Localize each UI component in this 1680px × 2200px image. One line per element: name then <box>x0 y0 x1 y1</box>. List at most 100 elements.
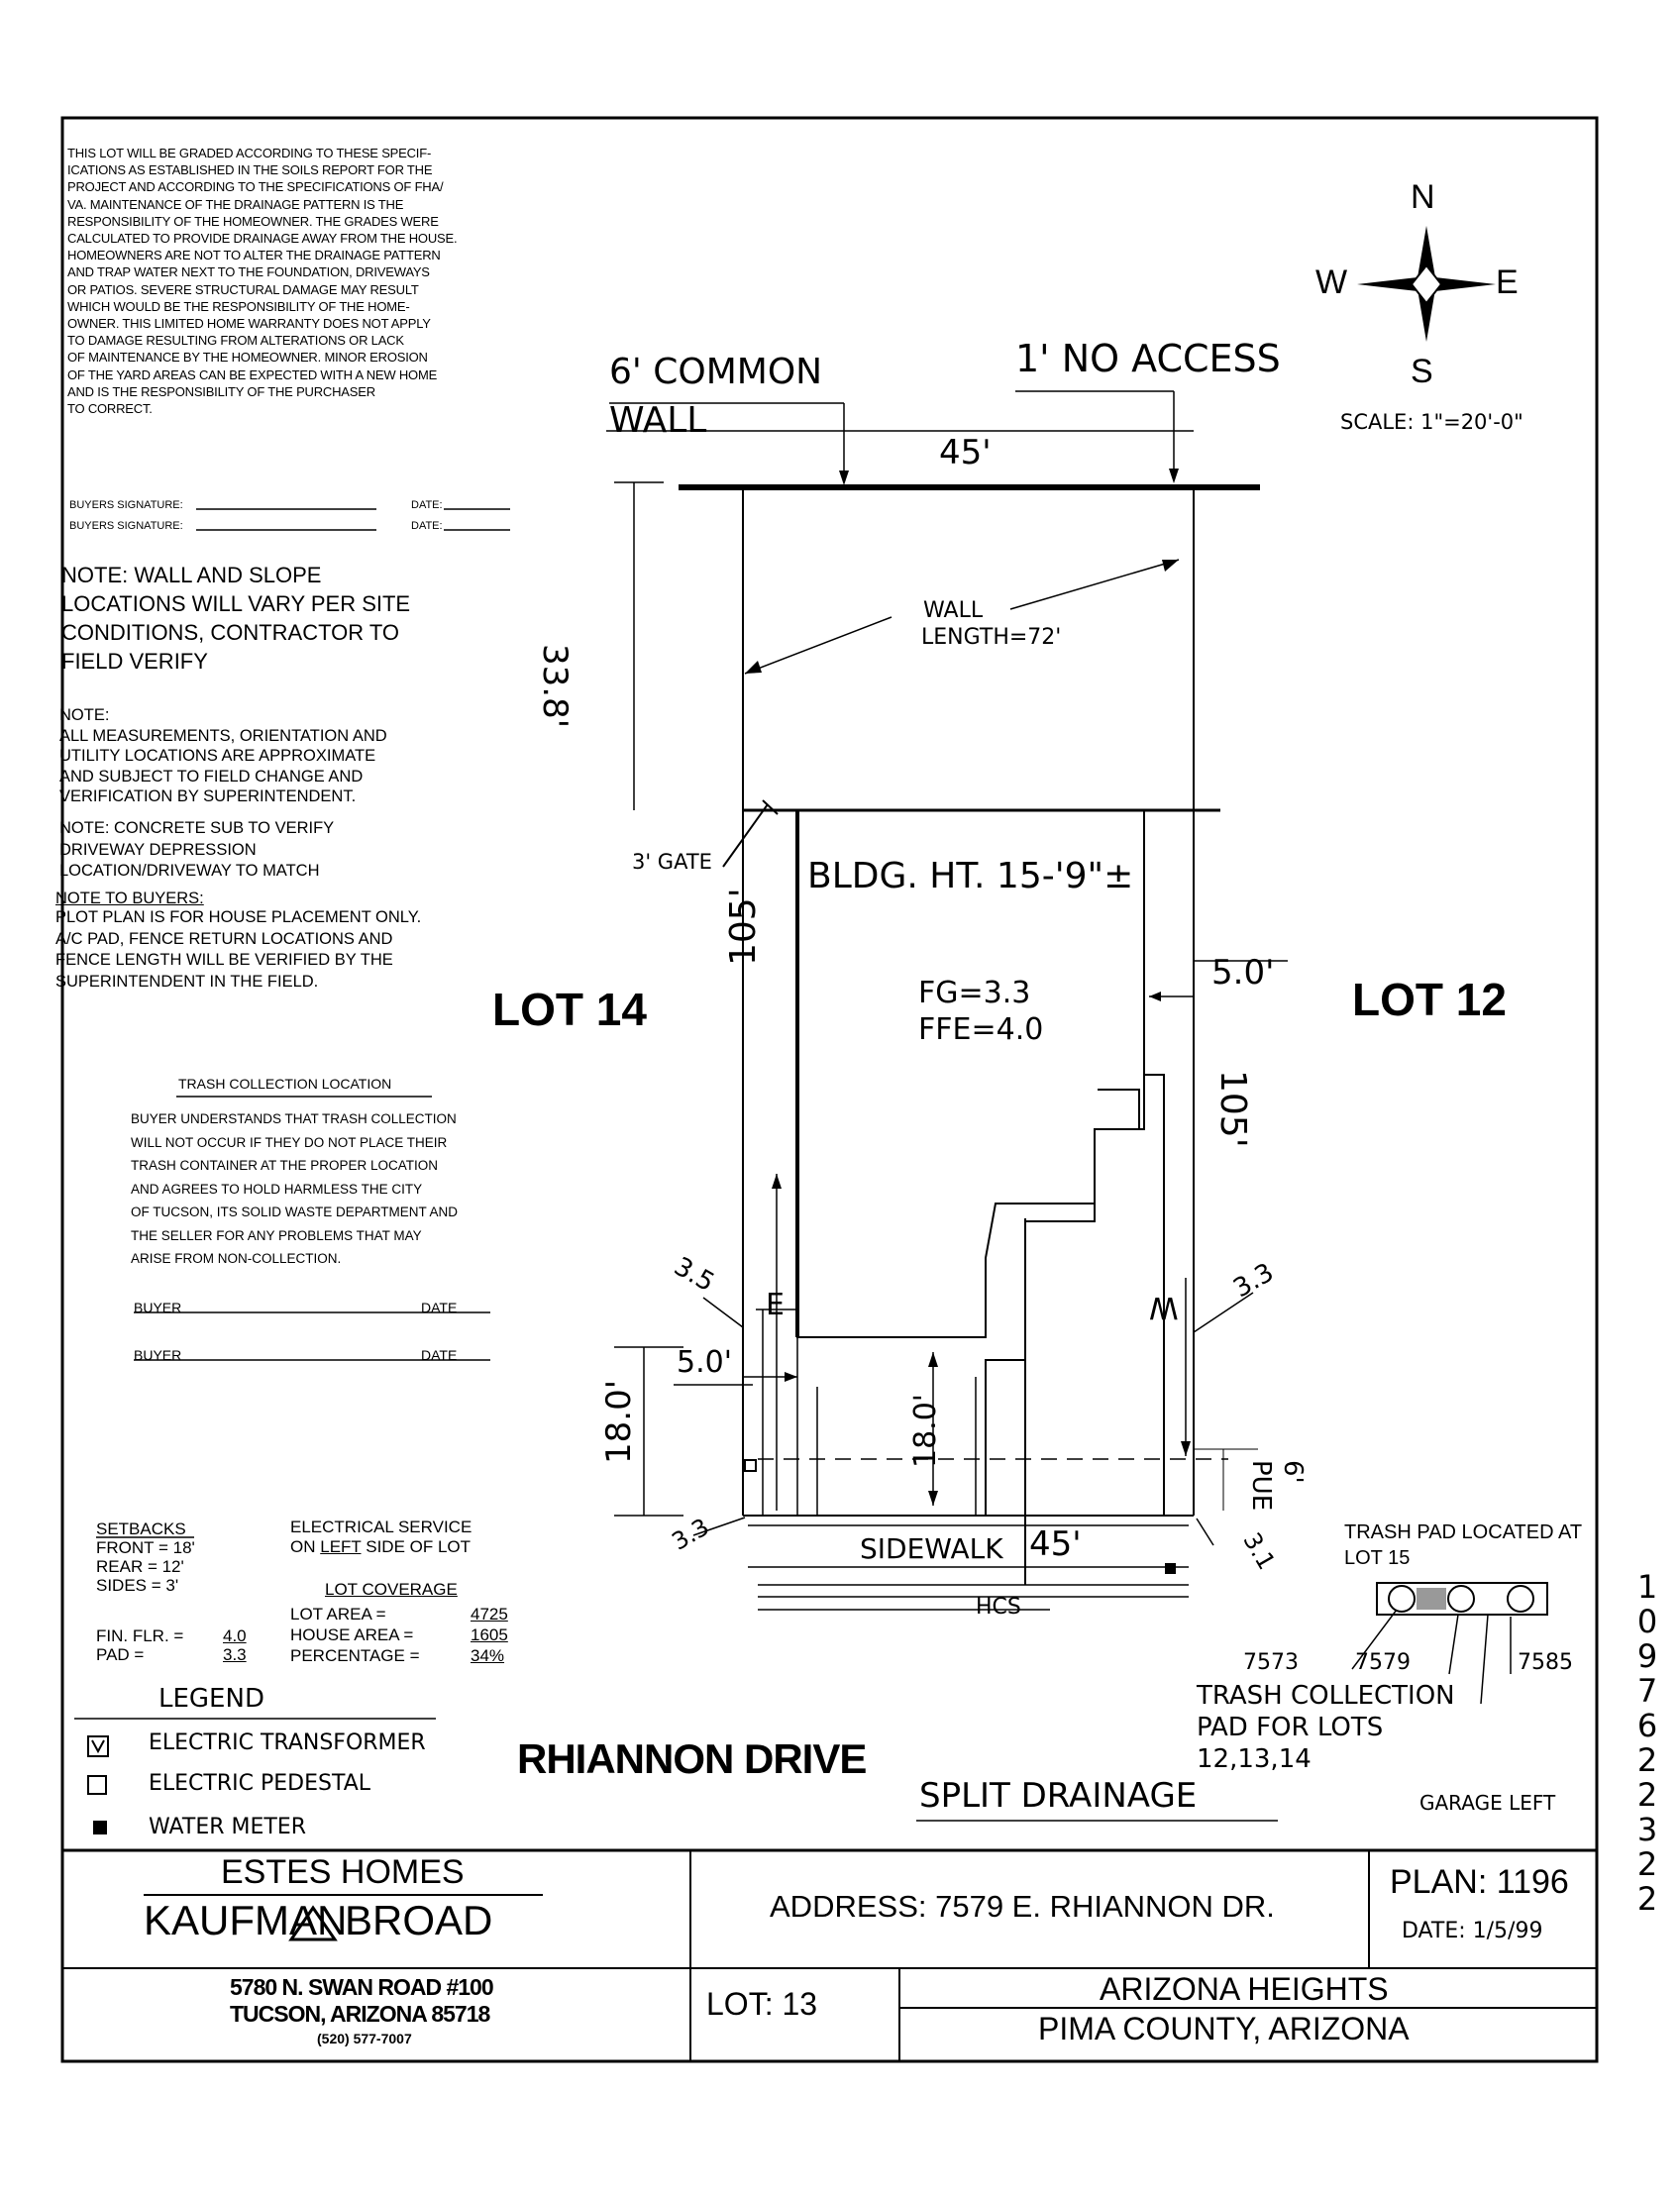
hcs-label: HCS <box>976 1595 1021 1620</box>
trash-collection-pad-caption: TRASH COLLECTION PAD FOR LOTS 12,13,14 <box>1197 1680 1455 1775</box>
right-setback-label: 5.0' <box>1211 953 1275 993</box>
pue-label: PUE <box>1246 1460 1276 1512</box>
note-line: NOTE: WALL AND SLOPE <box>61 563 322 587</box>
trash-pad-location: TRASH PAD LOCATED AT LOT 15 <box>1344 1519 1582 1571</box>
lot-number: LOT: 13 <box>706 1986 818 2022</box>
setback-sides: SIDES = 3' <box>96 1576 179 1595</box>
grading-note-line: VA. MAINTENANCE OF THE DRAINAGE PATTERN … <box>67 196 404 212</box>
note-line: FIELD VERIFY <box>61 649 208 674</box>
front-setback-mid-label: 18.0' <box>908 1393 943 1468</box>
finish-grade-label: FG=3.3 <box>918 976 1031 1010</box>
trash-date-label-1: DATE <box>421 1300 458 1315</box>
trash-pad-label: TRASH PAD LOCATED AT <box>1344 1521 1583 1543</box>
note-line: DRIVEWAY DEPRESSION <box>59 840 257 859</box>
trash-line: WILL NOT OCCUR IF THEY DO NOT PLACE THEI… <box>131 1134 448 1150</box>
percentage-value: 34% <box>471 1646 505 1665</box>
note-to-buyers: PLOT PLAN IS FOR HOUSE PLACEMENT ONLY. A… <box>55 907 421 993</box>
company-kaufman: KAUFMAN <box>144 1897 348 1943</box>
grading-note-line: TO DAMAGE RESULTING FROM ALTERATIONS OR … <box>67 333 404 349</box>
compass-west: W <box>1315 263 1348 301</box>
street-name: RHIANNON DRIVE <box>517 1735 867 1782</box>
grading-note-line: AND IS THE RESPONSIBILITY OF THE PURCHAS… <box>67 383 375 399</box>
grading-note-line: OF THE YARD AREAS CAN BE EXPECTED WITH A… <box>67 367 438 382</box>
compass-east: E <box>1496 263 1519 301</box>
trash-caption-line: PAD FOR LOTS <box>1197 1713 1384 1742</box>
right-depth-label: 105' <box>1212 1070 1253 1148</box>
west-drain-mark: W <box>1149 1290 1179 1324</box>
compass-south: S <box>1411 353 1433 390</box>
split-drainage-label: SPLIT DRAINAGE <box>919 1776 1198 1816</box>
note-wall-slope: NOTE: WALL AND SLOPE LOCATIONS WILL VARY… <box>61 561 410 676</box>
note-line: SUPERINTENDENT IN THE FIELD. <box>55 972 319 991</box>
compass-north: N <box>1411 178 1435 216</box>
grading-note-line: HOMEOWNERS ARE NOT TO ALTER THE DRAINAGE… <box>67 248 441 263</box>
trash-location-title: TRASH COLLECTION LOCATION <box>178 1076 392 1092</box>
legend-title: LEGEND <box>158 1684 264 1714</box>
trash-line: OF TUCSON, ITS SOLID WASTE DEPARTMENT AN… <box>131 1205 459 1219</box>
buyer-signature-label-1: BUYERS SIGNATURE: <box>69 499 183 511</box>
common-wall-label-2: WALL <box>609 400 707 441</box>
note-line: A/C PAD, FENCE RETURN LOCATIONS AND <box>55 929 393 948</box>
building-height-label: BLDG. HT. 15-'9"± <box>807 856 1134 896</box>
fin-flr-label: FIN. FLR. = <box>96 1626 184 1645</box>
note-line: LOCATIONS WILL VARY PER SITE <box>61 591 411 616</box>
note-measurements: NOTE: ALL MEASUREMENTS, ORIENTATION AND … <box>59 705 387 807</box>
trash-pad-lot: LOT 15 <box>1344 1547 1411 1569</box>
note-line: AND SUBJECT TO FIELD CHANGE AND <box>59 767 364 786</box>
grading-note-line: TO CORRECT. <box>67 401 153 417</box>
left-depth-label: 105' <box>723 888 764 966</box>
lot-coverage-title: LOT COVERAGE <box>325 1580 458 1599</box>
county-name: PIMA COUNTY, ARIZONA <box>1038 2011 1410 2046</box>
note-to-buyers-title: NOTE TO BUYERS: <box>55 890 204 907</box>
buyer-signature-label-2: BUYERS SIGNATURE: <box>69 520 183 532</box>
company-address-line-2: TUCSON, ARIZONA 85718 <box>230 2001 490 2027</box>
trash-line: ARISE FROM NON-COLLECTION. <box>131 1251 342 1266</box>
house-area-label: HOUSE AREA = <box>290 1625 414 1644</box>
wall-length-label-2: LENGTH=72' <box>921 625 1062 650</box>
trash-pad-address-3: 7585 <box>1518 1650 1573 1675</box>
front-setback-left-label: 18.0' <box>599 1379 639 1464</box>
legend-pedestal: ELECTRIC PEDESTAL <box>149 1771 370 1796</box>
trash-date-label-2: DATE <box>421 1347 458 1363</box>
lot-coverage-values: 4725 1605 34% <box>471 1604 508 1666</box>
grading-note-line: WHICH WOULD BE THE RESPONSIBILITY OF THE… <box>67 298 410 314</box>
lot-12-label: LOT 12 <box>1352 974 1507 1025</box>
note-line: CONDITIONS, CONTRACTOR TO <box>61 620 400 645</box>
pad-label: PAD = <box>96 1645 145 1664</box>
grading-note-line: THIS LOT WILL BE GRADED ACCORDING TO THE… <box>67 146 432 160</box>
grading-note-line: PROJECT AND ACCORDING TO THE SPECIFICATI… <box>67 179 444 195</box>
grading-note: THIS LOT WILL BE GRADED ACCORDING TO THE… <box>67 145 458 417</box>
electrical-on: ON <box>290 1537 316 1556</box>
trash-line: THE SELLER FOR ANY PROBLEMS THAT MAY <box>131 1227 422 1243</box>
grading-note-line: AND TRAP WATER NEXT TO THE FOUNDATION, D… <box>67 264 430 280</box>
width-top-label: 45' <box>939 433 992 472</box>
lot-area-label: LOT AREA = <box>290 1605 386 1624</box>
lot-coverage-labels: LOT AREA = HOUSE AREA = PERCENTAGE = <box>290 1604 420 1666</box>
trash-buyer-label-1: BUYER <box>134 1300 182 1315</box>
company-estes: ESTES HOMES <box>221 1853 465 1891</box>
gate-label: 3' GATE <box>632 850 712 874</box>
garage-label: GARAGE LEFT <box>1419 1791 1556 1815</box>
grading-note-line: RESPONSIBILITY OF THE HOMEOWNER. THE GRA… <box>67 213 439 229</box>
setbacks: SETBACKS FRONT = 18' REAR = 12' SIDES = … <box>96 1519 195 1595</box>
grading-note-line: CALCULATED TO PROVIDE DRAINAGE AWAY FROM… <box>67 231 458 247</box>
common-wall-label-1: 6' COMMON <box>609 352 823 392</box>
legend-water-meter: WATER METER <box>149 1815 307 1839</box>
pad-value: 3.3 <box>223 1645 247 1664</box>
trash-line: BUYER UNDERSTANDS THAT TRASH COLLECTION <box>131 1111 457 1126</box>
pue-width-label: 6' <box>1278 1460 1308 1484</box>
scale-label: SCALE: 1"=20'-0" <box>1340 410 1523 434</box>
trash-line: AND AGREES TO HOLD HARMLESS THE CITY <box>131 1181 423 1197</box>
note-line: VERIFICATION BY SUPERINTENDENT. <box>59 787 357 805</box>
note-line: NOTE: CONCRETE SUB TO VERIFY <box>59 819 335 837</box>
note-line: ALL MEASUREMENTS, ORIENTATION AND <box>59 726 387 745</box>
company-broad: BROAD <box>345 1897 493 1943</box>
electrical-rest: SIDE OF LOT <box>366 1537 472 1556</box>
grading-note-line: ICATIONS AS ESTABLISHED IN THE SOILS REP… <box>67 162 433 178</box>
note-line: PLOT PLAN IS FOR HOUSE PLACEMENT ONLY. <box>55 908 422 926</box>
trash-buyer-label-2: BUYER <box>134 1347 182 1363</box>
grading-note-line: OWNER. THIS LIMITED HOME WARRANTY DOES N… <box>67 316 431 332</box>
signature-date-label-1: DATE: <box>411 499 443 511</box>
setback-rear: REAR = 12' <box>96 1557 184 1576</box>
